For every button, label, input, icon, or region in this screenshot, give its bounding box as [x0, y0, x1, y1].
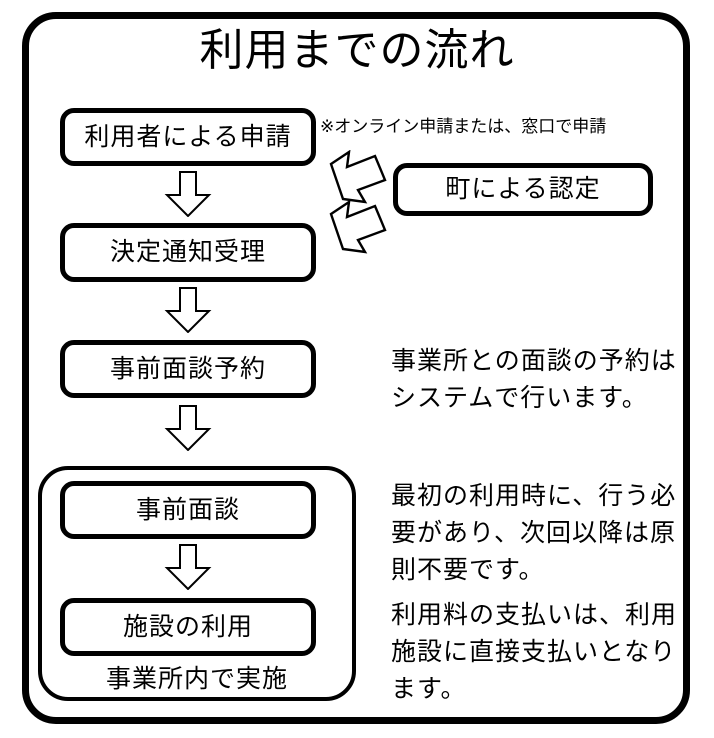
- step-box-decision-notice[interactable]: 決定通知受理: [60, 223, 316, 282]
- note-payment: 利用料の支払いは、利用 施設に直接支払いとなり ます。: [391, 597, 677, 708]
- step-box-pre-interview[interactable]: 事前面談: [60, 481, 316, 539]
- note-reservation-line-2: システムで行います。: [391, 384, 648, 412]
- note-interview-line-1: 最初の利用時に、行う必: [391, 482, 677, 510]
- note-reservation: 事業所との面談の予約は システムで行います。: [391, 343, 677, 417]
- note-interview: 最初の利用時に、行う必 要があり、次回以降は原 則不要です。: [391, 478, 676, 589]
- step-label-pre-interview: 事前面談: [135, 495, 240, 524]
- arrow-down-icon: [163, 544, 213, 590]
- step-label-interview-booking: 事前面談予約: [109, 354, 266, 383]
- page-title: 利用までの流れ: [199, 26, 515, 75]
- step-label-application: 利用者による申請: [84, 122, 292, 151]
- arrow-down-icon: [163, 405, 213, 451]
- note-payment-line-3: ます。: [391, 675, 467, 703]
- step-label-town-certification: 町による認定: [445, 175, 601, 203]
- arrow-down-right-icon: [327, 150, 391, 206]
- step-box-interview-booking[interactable]: 事前面談予約: [60, 340, 316, 398]
- step-label-facility-use: 施設の利用: [122, 612, 253, 641]
- arrow-down-icon: [163, 171, 213, 217]
- note-interview-line-2: 要があり、次回以降は原: [391, 519, 677, 547]
- note-interview-line-3: 則不要です。: [391, 556, 545, 584]
- step-box-town-certification[interactable]: 町による認定: [393, 163, 653, 216]
- note-reservation-line-1: 事業所との面談の予約は: [391, 347, 677, 375]
- note-payment-line-1: 利用料の支払いは、利用: [391, 601, 678, 629]
- application-note: ※オンライン申請または、窓口で申請: [320, 117, 607, 136]
- step-label-decision-notice: 決定通知受理: [109, 238, 266, 266]
- arrow-down-left-icon: [327, 200, 391, 256]
- group-label-onsite: 事業所内で実施: [105, 665, 288, 693]
- arrow-down-icon: [163, 287, 213, 333]
- note-payment-line-2: 施設に直接支払いとなり: [391, 638, 677, 666]
- step-box-facility-use[interactable]: 施設の利用: [60, 598, 316, 656]
- step-box-application[interactable]: 利用者による申請: [60, 108, 316, 166]
